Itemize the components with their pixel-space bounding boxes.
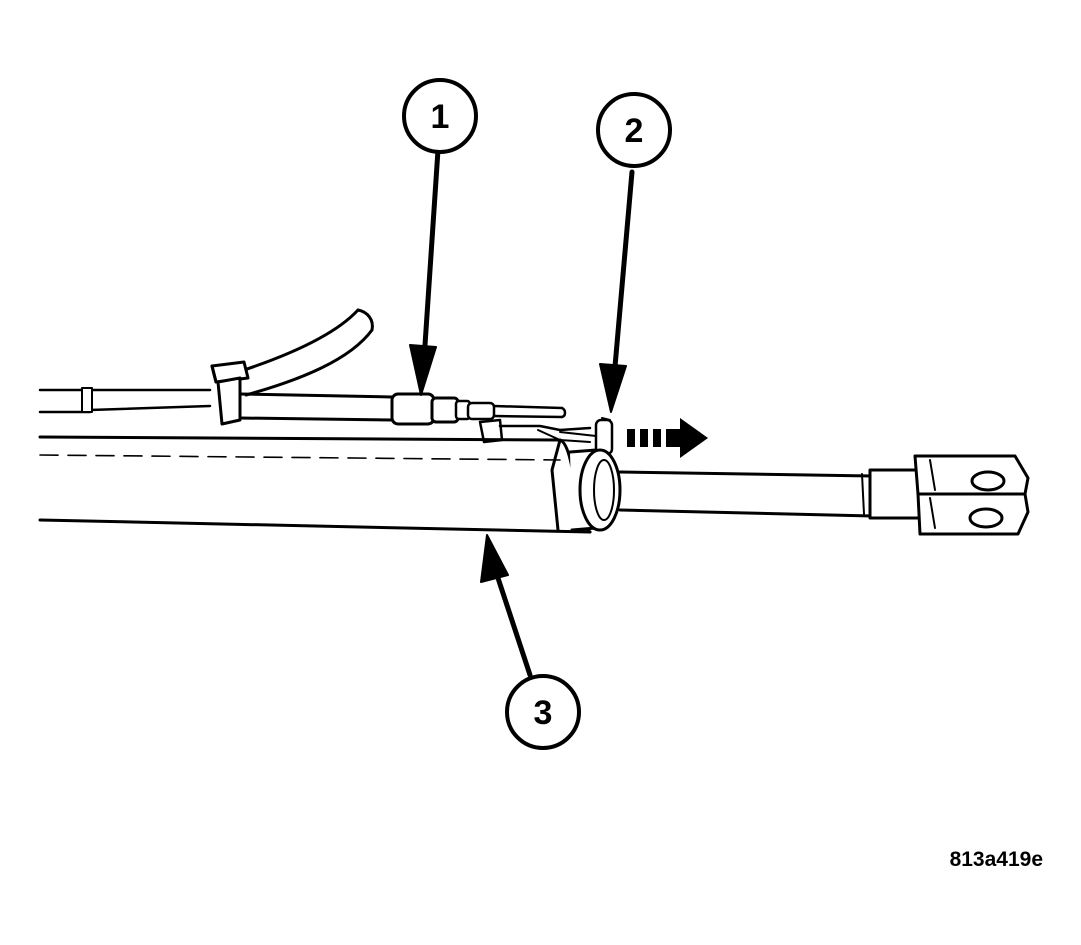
callout-number-3: 3 [534,694,553,732]
leader-line-1 [409,147,441,396]
leader-line-2 [599,169,635,413]
figure-code: 813a419e [949,848,1043,871]
tube-collar [568,448,622,532]
callout-number-1: 1 [431,98,450,136]
cable-connector [390,392,567,426]
cable-to-connector [238,392,394,422]
push-rod [618,468,922,520]
callout-2: 2 [596,92,672,168]
main-tube [38,435,592,534]
thin-cable [38,387,212,414]
callout-number-2: 2 [625,112,644,150]
cable-clip [210,360,250,426]
callout-1: 1 [402,78,478,154]
end-fitting-clip [478,417,614,456]
rod-clevis [913,454,1030,536]
leader-line-3 [480,534,533,678]
direction-arrow [627,418,708,458]
upper-cable [236,308,374,397]
callout-3: 3 [505,674,581,750]
